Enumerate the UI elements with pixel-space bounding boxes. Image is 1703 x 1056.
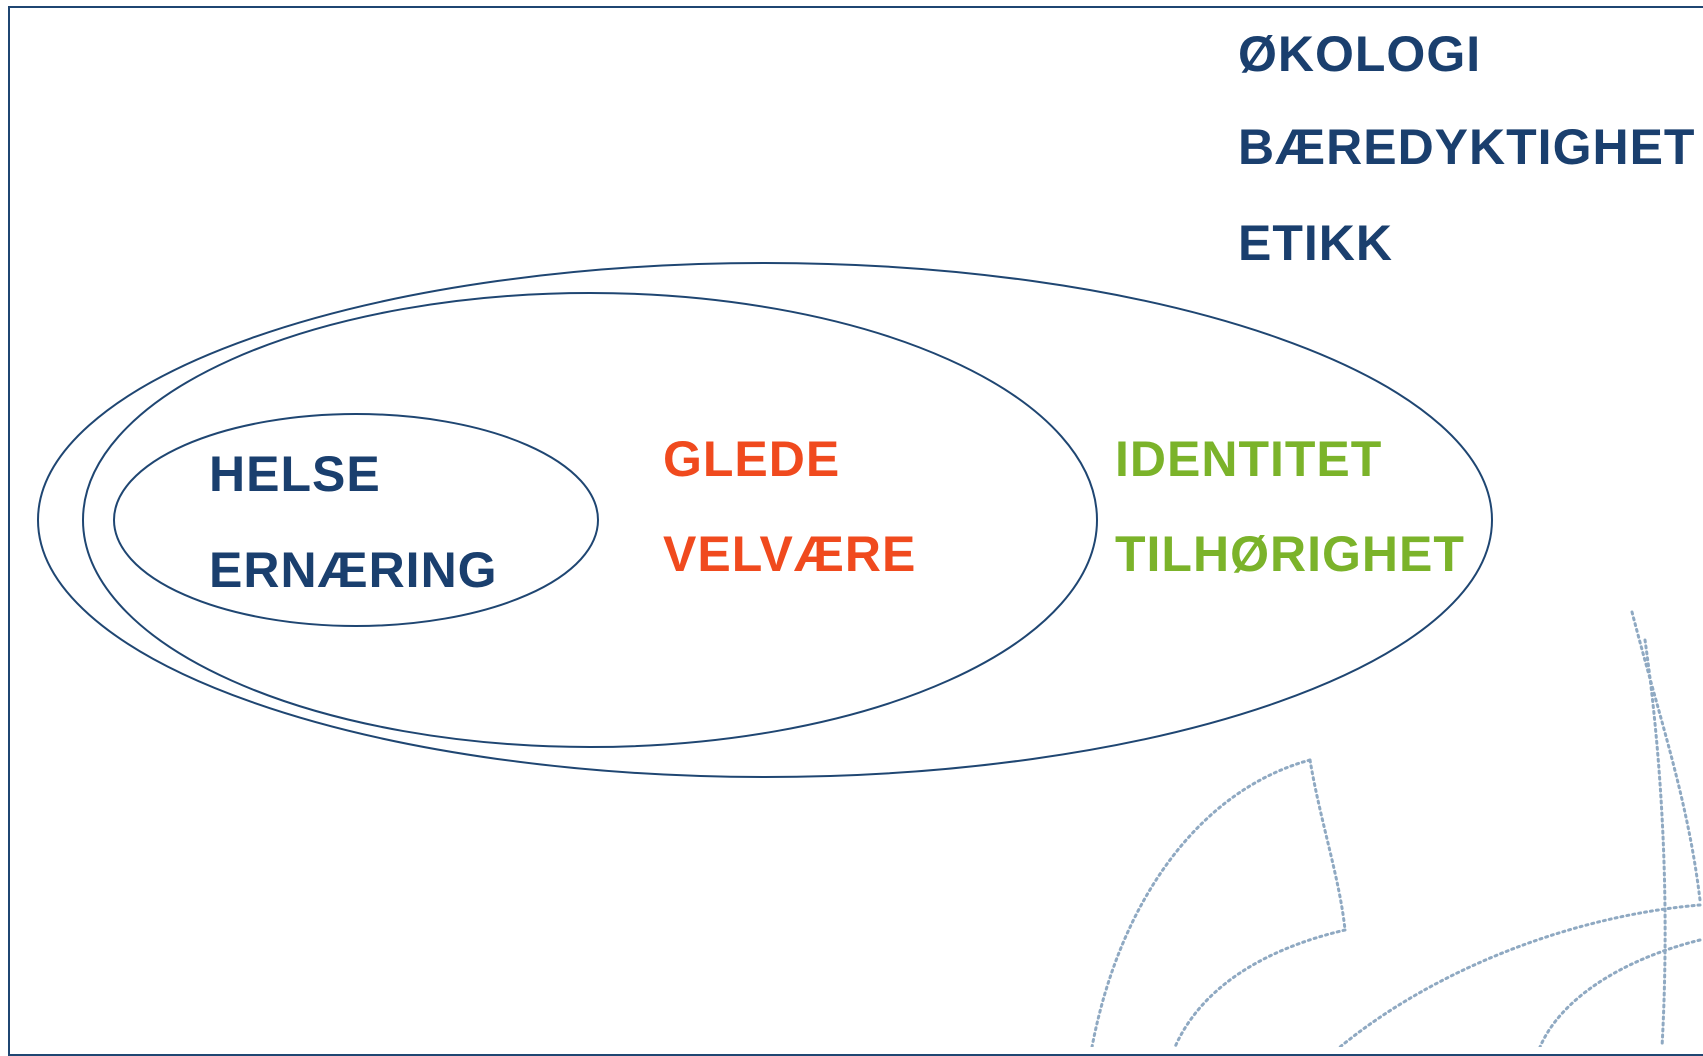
leaf-stroke-7 — [1538, 938, 1702, 1047]
outer-ellipse — [37, 262, 1493, 778]
leaf-stroke-5 — [1173, 928, 1347, 1047]
leaf-stroke-2 — [1643, 638, 1667, 1047]
leaf-stroke-4 — [1308, 758, 1347, 932]
leaf-stroke-1 — [1630, 610, 1702, 902]
label-glede: GLEDE — [663, 431, 841, 487]
label-okologi: ØKOLOGI — [1238, 26, 1482, 82]
label-identitet: IDENTITET — [1115, 431, 1383, 487]
inner-ellipse — [113, 413, 599, 627]
label-baeredyktighet: BÆREDYKTIGHET — [1238, 119, 1696, 175]
label-etikk: ETIKK — [1238, 215, 1393, 271]
label-ernaering: ERNÆRING — [209, 542, 498, 598]
decorative-leaf-pattern — [1090, 610, 1702, 1047]
label-velvaere: VELVÆRE — [663, 526, 917, 582]
leaf-stroke-6 — [1338, 903, 1702, 1047]
leaf-stroke-3 — [1090, 758, 1312, 1047]
label-helse: HELSE — [209, 446, 381, 502]
label-tilhorighet: TILHØRIGHET — [1115, 526, 1465, 582]
middle-ellipse — [82, 292, 1098, 748]
